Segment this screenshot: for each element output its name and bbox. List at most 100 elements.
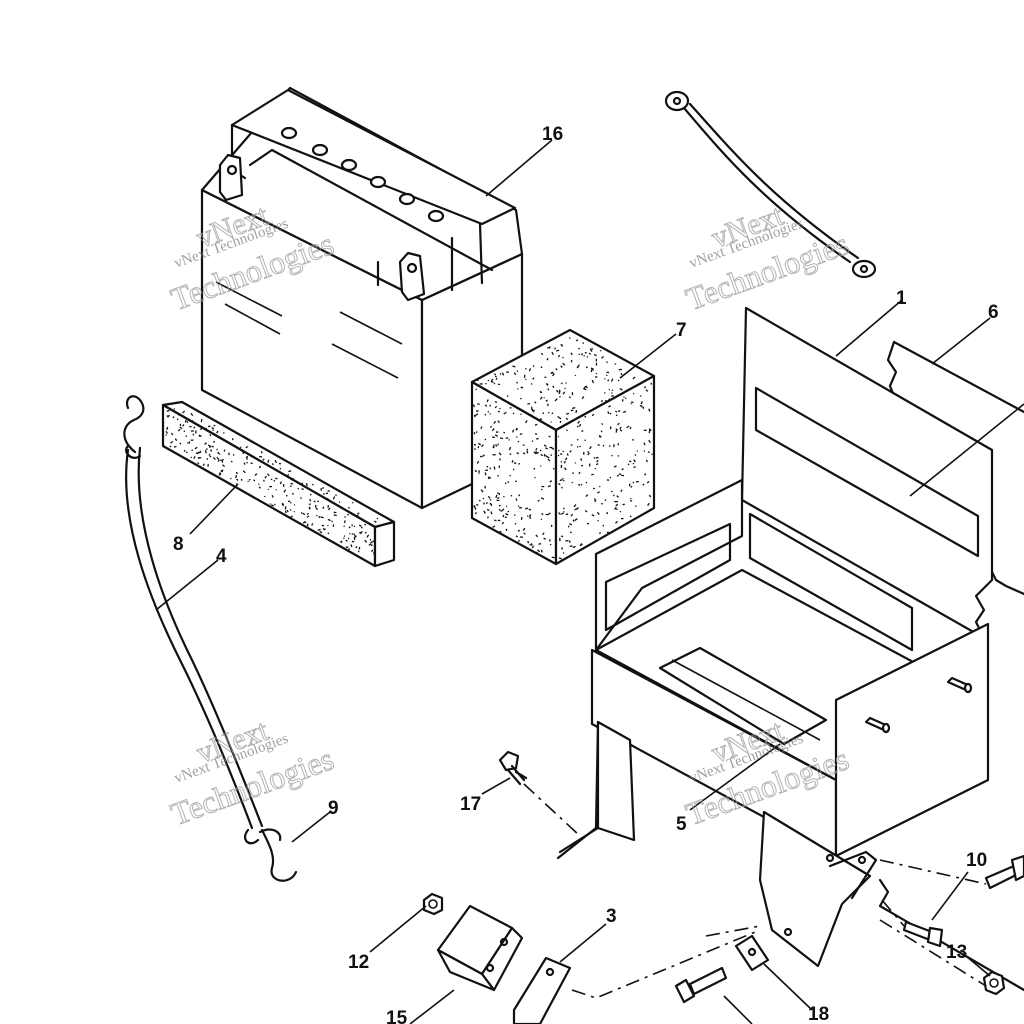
foam-speck — [497, 474, 500, 477]
foam-speck — [308, 506, 311, 510]
foam-speck — [331, 520, 333, 523]
foam-speck — [182, 424, 185, 427]
clamp-15 — [436, 904, 524, 992]
foam-speck — [283, 489, 287, 493]
foam-speck — [628, 460, 632, 463]
foam-speck — [307, 523, 309, 527]
leader-lines — [155, 139, 1024, 1024]
foam-speck — [545, 447, 548, 450]
foam-speck — [486, 399, 489, 403]
foam-speck — [599, 531, 601, 535]
foam-speck — [632, 392, 635, 395]
foam-speck — [281, 502, 285, 506]
foam-speck — [312, 483, 314, 486]
foam-speck — [232, 438, 234, 441]
foam-speck — [211, 427, 215, 430]
foam-speck — [502, 514, 505, 518]
foam-speck — [578, 471, 581, 475]
foam-speck — [170, 440, 174, 444]
hold-down-rod — [123, 395, 298, 882]
foam-speck — [595, 362, 598, 366]
foam-speck — [559, 420, 562, 423]
foam-speck — [621, 399, 624, 402]
foam-speck — [495, 494, 498, 499]
callout-17: 17 — [460, 794, 481, 815]
foam-speck — [512, 365, 516, 368]
foam-speck — [484, 404, 488, 407]
foam-speck — [511, 460, 514, 463]
foam-speck — [577, 420, 580, 424]
foam-speck — [581, 353, 583, 356]
callout-7: 7 — [676, 320, 687, 341]
foam-speck — [183, 449, 186, 453]
foam-speck — [270, 478, 273, 481]
foam-speck — [221, 459, 224, 463]
foam-speck — [351, 540, 355, 543]
foam-speck — [245, 445, 249, 449]
foam-speck — [166, 409, 170, 412]
foam-speck — [191, 420, 195, 423]
foam-speck — [570, 513, 574, 517]
foam-speck — [271, 495, 274, 498]
foam-speck — [611, 490, 613, 493]
foam-speck — [573, 504, 577, 508]
foam-speck — [615, 503, 619, 507]
foam-speck — [597, 519, 599, 522]
foam-speck — [189, 425, 192, 428]
foam-speck — [644, 386, 646, 389]
foam-speck — [648, 408, 651, 412]
foam-speck — [351, 533, 354, 535]
foam-speck — [544, 376, 547, 379]
foam-speck — [176, 418, 179, 421]
foam-speck — [576, 446, 579, 448]
foam-speck — [522, 444, 525, 447]
foam-speck — [524, 420, 528, 424]
foam-speck — [349, 533, 351, 535]
foam-speck — [609, 412, 612, 415]
foam-speck — [530, 383, 533, 385]
foam-speck — [246, 461, 248, 464]
foam-speck — [333, 514, 337, 517]
foam-speck — [519, 507, 523, 509]
foam-speck — [606, 531, 610, 534]
battery-vent-caps — [280, 126, 445, 223]
foam-speck — [634, 454, 637, 456]
foam-speck — [569, 545, 573, 547]
foam-speck — [562, 507, 565, 510]
foam-speck — [619, 388, 623, 391]
foam-speck — [358, 524, 362, 527]
foam-speck — [614, 500, 616, 503]
foam-speck — [494, 401, 498, 403]
foam-speck — [325, 492, 329, 495]
foam-speck — [223, 449, 226, 452]
foam-speck — [596, 511, 600, 515]
foam-speck — [636, 481, 639, 483]
foam-speck — [536, 437, 539, 440]
callout-8: 8 — [173, 534, 184, 555]
foam-speck — [591, 379, 595, 384]
foam-speck — [646, 480, 650, 484]
foam-speck — [551, 351, 554, 356]
foam-speck — [474, 512, 478, 515]
foam-speck — [557, 416, 560, 418]
foam-speck — [301, 488, 304, 490]
foam-speck — [483, 502, 485, 505]
foam-speck — [648, 494, 652, 498]
foam-speck — [490, 380, 494, 384]
foam-speck — [583, 354, 586, 357]
nut-12 — [422, 892, 444, 916]
foam-speck — [518, 494, 521, 497]
foam-speck — [562, 552, 565, 554]
foam-speck — [555, 389, 559, 393]
foam-speck — [618, 473, 622, 475]
foam-speck — [492, 436, 496, 439]
foam-speck — [492, 525, 496, 529]
foam-speck — [619, 429, 623, 432]
foam-speck — [528, 508, 532, 511]
plate-3 — [512, 925, 761, 1024]
foam-speck — [562, 450, 565, 453]
foam-speck — [195, 452, 198, 455]
foam-speck — [535, 447, 538, 451]
foam-speck — [566, 453, 569, 456]
foam-speck — [620, 489, 623, 493]
